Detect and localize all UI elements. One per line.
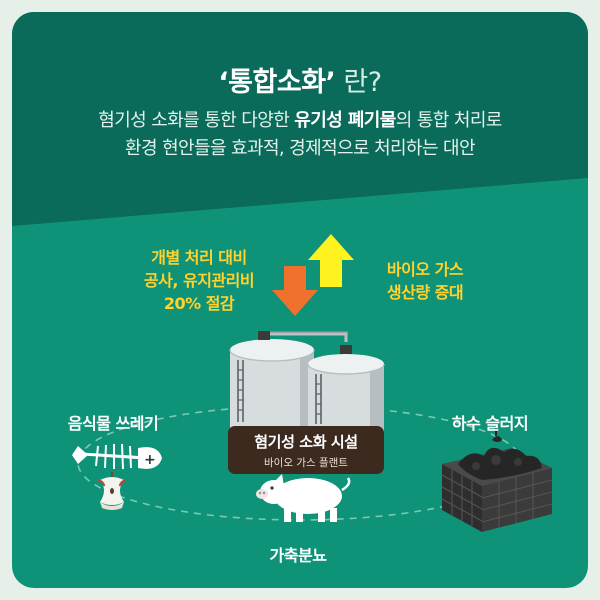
sewage-sludge-label: 하수 슬러지	[451, 414, 529, 433]
cost-saving-text: 개별 처리 대비 공사, 유지관리비 20% 절감	[124, 246, 274, 315]
title-main: ‘통합소화’	[218, 67, 336, 98]
title-suffix: 란?	[335, 67, 382, 98]
sludge-container-icon	[441, 428, 553, 532]
yellow-up-arrow-icon	[308, 234, 354, 287]
subtitle-line1-bold: 유기성 폐기물	[294, 110, 396, 131]
infographic-card: ‘통합소화’ 란? 혐기성 소화를 통한 다양한 유기성 폐기물의 통합 처리로…	[12, 12, 588, 588]
biogas-line-1: 바이오 가스	[386, 260, 464, 279]
facility-title: 혐기성 소화 시설	[254, 433, 358, 451]
subtitle-line1-pre: 혐기성 소화를 통한 다양한	[98, 110, 295, 131]
pig-icon	[256, 474, 351, 522]
digester-tank-icon	[229, 331, 385, 436]
biogas-line-2: 생산량 증대	[386, 283, 464, 302]
subtitle-line1-post: 의 통합 처리로	[395, 110, 503, 131]
illustration: +	[72, 234, 553, 532]
subtitle-line-1: 혐기성 소화를 통한 다양한 유기성 폐기물의 통합 처리로	[12, 106, 588, 132]
page-title: ‘통합소화’ 란?	[12, 60, 588, 99]
facility-label: 혐기성 소화 시설 바이오 가스 플랜트	[228, 426, 384, 474]
cost-line-3: 20% 절감	[163, 294, 235, 313]
subtitle-line-2: 환경 현안들을 효과적, 경제적으로 처리하는 대안	[125, 138, 476, 159]
orange-down-arrow-icon	[272, 266, 318, 316]
top-band-shape	[12, 12, 588, 226]
livestock-manure-label: 가축분뇨	[269, 546, 327, 565]
svg-text:+: +	[144, 452, 156, 468]
fish-bone-apple-core-icon: +	[72, 443, 162, 510]
food-waste-label: 음식물 쓰레기	[67, 414, 159, 433]
cost-line-1: 개별 처리 대비	[151, 248, 247, 267]
biogas-increase-text: 바이오 가스 생산량 증대	[364, 258, 486, 304]
cost-line-2: 공사, 유지관리비	[143, 271, 255, 290]
facility-subtitle: 바이오 가스 플랜트	[264, 457, 348, 469]
